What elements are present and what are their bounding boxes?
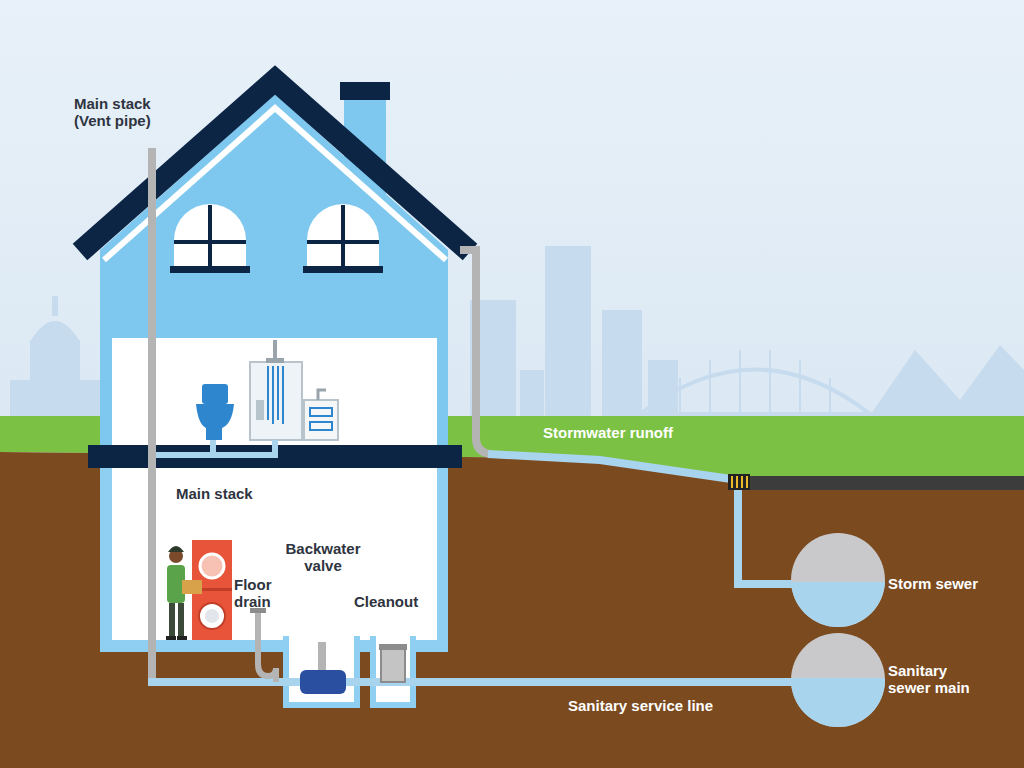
chimney-cap [340, 82, 390, 100]
cleanout-cap [379, 644, 407, 650]
valve-pit-wall [283, 636, 360, 708]
sewer-pipe-circle [790, 532, 886, 628]
basement [112, 468, 437, 640]
sewer-pipe-node: Storm sewer [790, 532, 983, 628]
cleanout-pipe [381, 648, 405, 682]
cleanout-pit [376, 636, 410, 702]
bathroom [112, 338, 437, 445]
part-label: Cleanout [354, 593, 418, 610]
storm-grate [728, 474, 750, 490]
part-label: Main stack [176, 485, 253, 502]
toilet [196, 384, 234, 440]
shower [250, 340, 302, 440]
vanity [304, 390, 338, 440]
sewer-pipe-node: Sanitary sewer main [790, 632, 992, 728]
bridge [640, 350, 880, 414]
person [166, 546, 202, 640]
valve-riser [318, 642, 326, 672]
sewer-label: Sanitary sewer main [888, 662, 988, 696]
window [303, 204, 383, 273]
part-label: Sanitary service line [568, 697, 713, 714]
drain-pipe [152, 440, 275, 455]
main-stack-pipe [148, 148, 156, 684]
part-label: Main stack (Vent pipe) [74, 95, 166, 129]
cleanout-pit-wall [370, 636, 416, 708]
valve-pit [289, 636, 354, 702]
downspout [460, 250, 490, 454]
part-label: Backwater valve [278, 540, 368, 574]
road [748, 476, 1024, 490]
backwater-valve [300, 670, 346, 694]
stormwater-pipe [488, 454, 792, 584]
part-label: Stormwater runoff [543, 424, 673, 441]
sewer-pipe-circle [790, 632, 886, 728]
sewer-label: Storm sewer [888, 575, 978, 592]
sanitary-service-pipe [148, 678, 792, 686]
floor-drain-trap [258, 612, 276, 682]
window [170, 204, 250, 273]
part-label: Floor drain [234, 576, 286, 610]
